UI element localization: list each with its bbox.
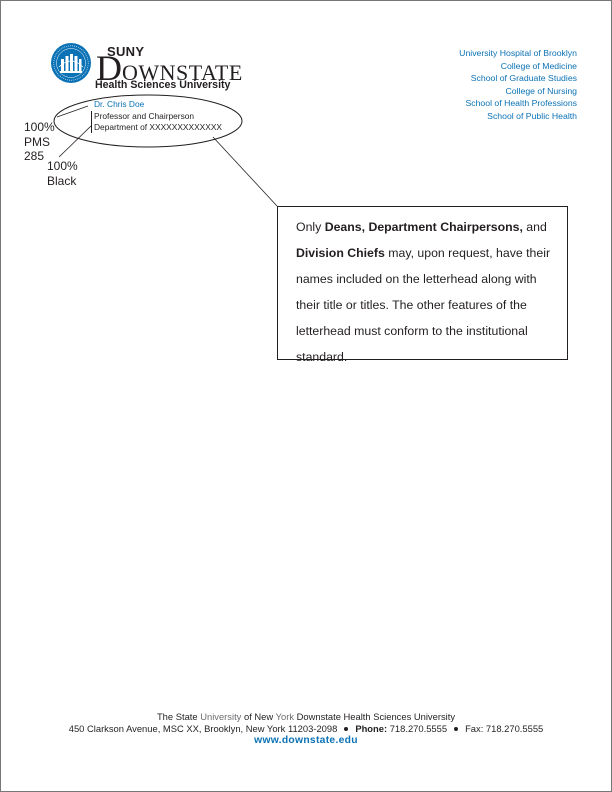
unit-list: University Hospital of Brooklyn College …	[459, 47, 577, 122]
wordmark-initial: D	[96, 48, 122, 88]
unit-item: College of Medicine	[500, 60, 577, 71]
callout-bold-1: Deans, Department Chairpersons,	[324, 220, 523, 234]
leader-pms	[56, 105, 89, 118]
university-seal-icon	[51, 43, 91, 83]
leader-callout	[212, 136, 278, 207]
bullet-icon	[344, 726, 349, 731]
chair-department: Department of XXXXXXXXXXXXX	[94, 122, 223, 133]
unit-item: School of Health Professions	[465, 98, 577, 108]
callout-box: Only Deans, Department Chairpersons, and…	[277, 206, 568, 364]
highlight-ellipse	[53, 94, 243, 148]
black-label: 100% Black	[47, 159, 78, 188]
chair-rule	[91, 111, 92, 133]
unit-item: University Hospital of Brooklyn	[459, 48, 577, 58]
footer: The State University of New York Downsta…	[0, 711, 612, 747]
unit-item: College of Nursing	[505, 85, 577, 96]
unit-item: School of Graduate Studies	[470, 73, 577, 83]
callout-bold-2: Division Chiefs	[296, 246, 385, 260]
footer-institution: The State University of New York Downsta…	[156, 711, 456, 722]
wordmark-rest: OWNSTATE	[122, 60, 243, 85]
unit-item: School of Public Health	[487, 110, 577, 121]
leader-black	[58, 125, 92, 158]
logo-subtitle: Health Sciences University	[95, 79, 231, 91]
chair-title: Professor and Chairperson	[94, 110, 195, 121]
bullet-icon	[454, 726, 459, 731]
footer-url[interactable]: www.downstate.edu	[254, 735, 358, 746]
suny-label: SUNY	[107, 44, 145, 59]
pms-label: 100% PMS 285	[24, 120, 55, 163]
chair-name: Dr. Chris Doe	[94, 99, 145, 109]
footer-contact: 450 Clarkson Avenue, MSC XX, Brooklyn, N…	[68, 723, 544, 734]
chair-block: Dr. Chris Doe Professor and Chairperson …	[94, 99, 222, 134]
downstate-wordmark: DOWNSTATE	[96, 50, 243, 86]
